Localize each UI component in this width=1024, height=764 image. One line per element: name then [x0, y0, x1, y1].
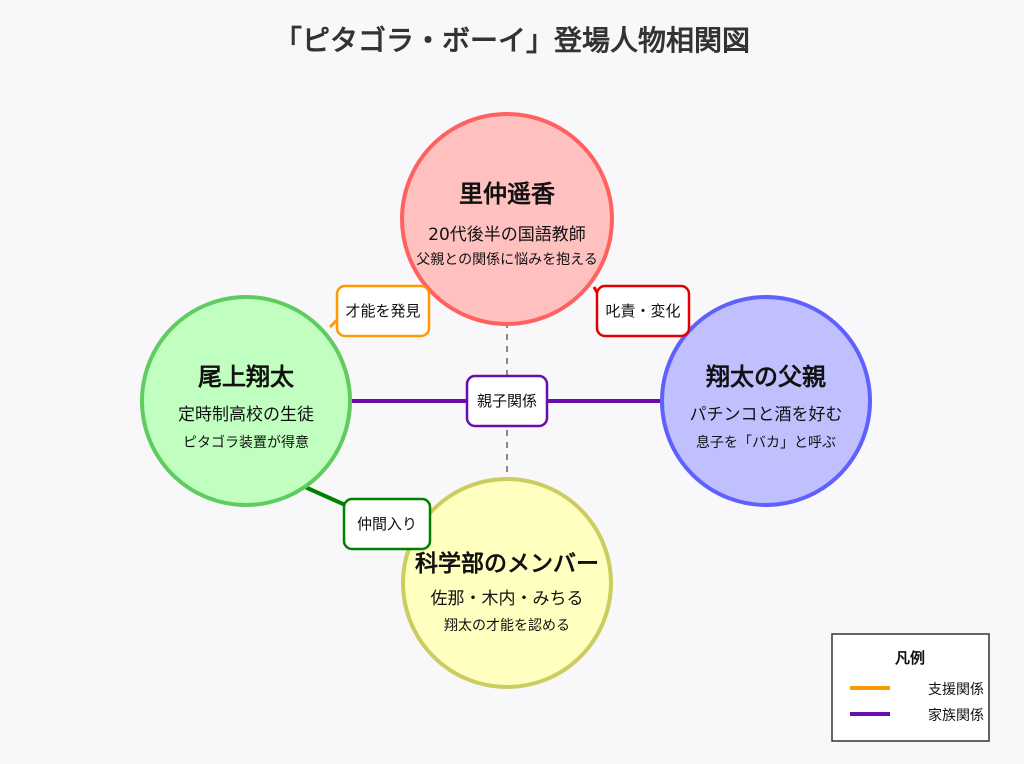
character-description-2: ピタゴラ装置が得意 [183, 434, 309, 451]
legend-label-support: 支援関係 [928, 682, 984, 698]
character-description-1: 佐那・木内・みちる [431, 589, 584, 609]
character-description-1: 定時制高校の生徒 [178, 405, 314, 425]
character-name: 翔太の父親 [706, 363, 826, 391]
character-satonaka[interactable]: 里仲遥香 20代後半の国語教師 父親との関係に悩みを抱える [400, 112, 614, 326]
relation-label-parent[interactable]: 親子関係 [465, 374, 549, 428]
character-description-2: 翔太の才能を認める [444, 618, 570, 634]
character-ogami[interactable]: 尾上翔太 定時制高校の生徒 ピタゴラ装置が得意 [140, 295, 352, 507]
relation-label-box [335, 284, 431, 338]
character-circle [140, 295, 352, 507]
character-circle [660, 295, 872, 507]
relation-label-text: 仲間入り [357, 515, 417, 533]
relation-label-join[interactable]: 仲間入り [342, 497, 432, 551]
character-circle [401, 477, 613, 689]
legend-title: 凡例 [895, 649, 925, 667]
legend: 凡例 支援関係 家族関係 [831, 633, 990, 742]
relation-label-box [595, 284, 691, 338]
relation-label-discover[interactable]: 才能を発見 [335, 284, 431, 338]
character-name: 尾上翔太 [198, 363, 295, 391]
relation-label-scold[interactable]: 叱責・変化 [595, 284, 691, 338]
relation-label-text: 才能を発見 [345, 302, 420, 320]
character-name: 科学部のメンバー [415, 550, 599, 577]
page-title: 「ピタゴラ・ボーイ」登場人物相関図 [274, 24, 750, 57]
character-father[interactable]: 翔太の父親 パチンコと酒を好む 息子を「バカ」と呼ぶ [660, 295, 872, 507]
character-description-1: パチンコと酒を好む [690, 405, 843, 425]
legend-label-family: 家族関係 [928, 707, 984, 724]
character-description-2: 父親との関係に悩みを抱える [416, 252, 597, 268]
character-name: 里仲遥香 [459, 180, 556, 208]
relation-label-box [465, 374, 549, 428]
character-description-2: 息子を「バカ」と呼ぶ [696, 434, 836, 451]
relation-label-text: 叱責・変化 [605, 302, 680, 320]
relation-label-text: 親子関係 [477, 392, 537, 410]
character-circle [400, 112, 614, 326]
relation-label-box [342, 497, 432, 551]
character-description-1: 20代後半の国語教師 [428, 225, 586, 245]
character-science-club[interactable]: 科学部のメンバー 佐那・木内・みちる 翔太の才能を認める [401, 477, 613, 689]
